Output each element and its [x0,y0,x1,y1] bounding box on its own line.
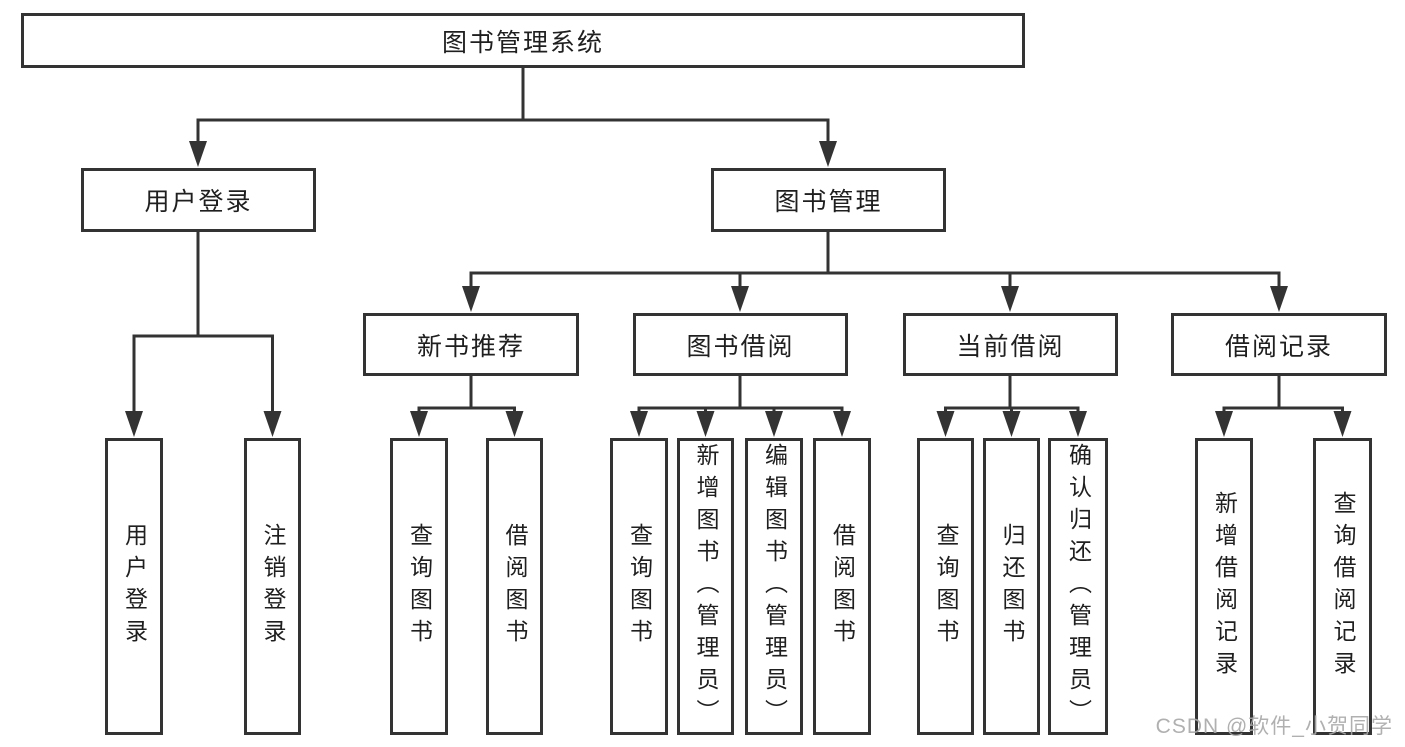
leaf-query-books-borrow: 查询图书 [610,438,668,735]
leaf-query-books-current: 查询图书 [917,438,974,735]
leaf-label: 查询图书 [406,522,433,651]
leaf-add-borrow-record: 新增借阅记录 [1195,438,1253,735]
node-borrow-records: 借阅记录 [1171,313,1387,376]
leaf-label: 新增图书（管理员） [693,442,719,731]
leaf-return-books: 归还图书 [983,438,1040,735]
leaf-borrow-books-recommend: 借阅图书 [486,438,543,735]
leaf-user-login: 用户登录 [105,438,163,735]
node-current-borrow: 当前借阅 [903,313,1118,376]
leaf-label: 借阅图书 [829,522,856,651]
node-label: 图书借阅 [686,332,795,361]
leaf-label: 借阅图书 [502,522,528,651]
leaf-query-borrow-record: 查询借阅记录 [1313,438,1372,735]
node-label: 用户登录 [144,188,253,216]
leaf-add-books-admin: 新增图书（管理员） [677,438,734,735]
node-label: 图书管理 [774,188,883,216]
leaf-logout: 注销登录 [244,438,301,735]
node-user-login: 用户登录 [81,168,316,232]
leaf-label: 新增借阅记录 [1211,490,1238,683]
leaf-edit-books-admin: 编辑图书（管理员） [745,438,803,735]
leaf-query-books-recommend: 查询图书 [390,438,448,735]
node-label: 当前借阅 [956,332,1065,361]
leaf-label: 编辑图书（管理员） [761,442,788,731]
leaf-label: 注销登录 [260,522,286,651]
node-new-book-recommend: 新书推荐 [363,313,579,376]
node-book-borrow: 图书借阅 [633,313,848,376]
leaf-confirm-return-admin: 确认归还（管理员） [1048,438,1108,735]
leaf-label: 确认归还（管理员） [1065,442,1092,731]
leaf-label: 查询图书 [933,522,959,651]
node-label: 新书推荐 [416,332,525,361]
leaf-label: 查询图书 [626,522,653,651]
leaf-label: 用户登录 [121,522,148,651]
node-label: 借阅记录 [1224,332,1333,361]
csdn-watermark: CSDN @软件_小贺同学 [1155,715,1393,738]
node-book-management: 图书管理 [711,168,946,232]
node-root-system: 图书管理系统 [21,13,1025,68]
leaf-label: 归还图书 [999,522,1025,651]
node-label: 图书管理系统 [441,28,604,57]
leaf-label: 查询借阅记录 [1330,490,1356,683]
leaf-borrow-books: 借阅图书 [813,438,871,735]
